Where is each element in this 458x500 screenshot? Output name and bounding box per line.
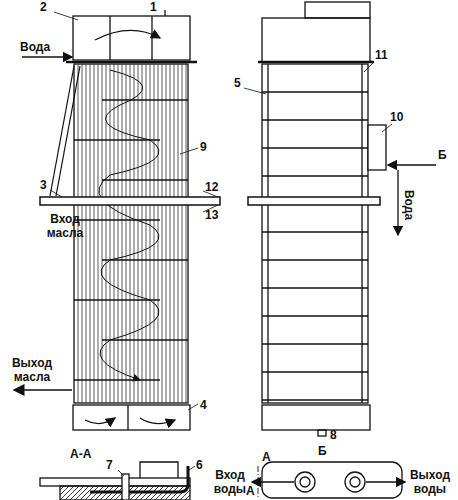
drawing-stroke: [262, 315, 368, 316]
callout-number: 8: [330, 428, 337, 442]
flow-label: Вода: [20, 40, 50, 54]
callout-number: 12: [205, 180, 218, 194]
callout-number: 6: [196, 458, 203, 472]
drawing-stroke: [130, 64, 131, 403]
drawing-stroke: [262, 371, 368, 372]
callout-number: 4: [200, 398, 207, 412]
flow-label: Б: [438, 148, 447, 162]
drawing-stroke: [102, 64, 103, 403]
drawing-stroke: [102, 179, 188, 181]
flow-label: Выход масла: [10, 356, 54, 384]
callout-number: 7: [106, 458, 113, 472]
drawing-stroke: [86, 64, 87, 403]
callout-number: 11: [375, 48, 388, 62]
drawing-stroke: [102, 339, 188, 341]
drawing-stroke: [170, 64, 171, 403]
drawing-stroke: [262, 231, 368, 232]
drawing-stroke: [174, 64, 175, 403]
drawing-stroke: [126, 64, 127, 403]
flow-label: А: [246, 484, 255, 498]
drawing-stroke: [134, 64, 135, 403]
flow-label: Выход воды: [408, 468, 452, 496]
drawing-stroke: [162, 64, 163, 403]
drawing-stroke: [262, 119, 368, 120]
drawing-stroke: [262, 91, 368, 92]
drawing-stroke: [94, 64, 95, 403]
drawing-stroke: [118, 64, 119, 403]
drawing-stroke: [90, 64, 91, 403]
drawing-stroke: [262, 147, 368, 148]
drawing-stroke: [74, 219, 160, 221]
callout-number: 5: [234, 76, 241, 90]
drawing-stroke: [178, 64, 179, 403]
drawing-stroke: [262, 287, 368, 288]
drawing-stroke: [102, 259, 188, 261]
flow-label: А: [262, 450, 271, 464]
drawing-stroke: [110, 64, 111, 403]
drawing-stroke: [166, 64, 167, 403]
drawing-stroke: [138, 64, 139, 403]
callout-number: 10: [390, 110, 403, 124]
drawing-stroke: [262, 343, 368, 344]
drawing-stroke: [154, 64, 155, 403]
drawing-stroke: [122, 64, 123, 403]
drawing-stroke: [262, 175, 368, 176]
flow-label: Вход масла: [44, 212, 86, 240]
drawing-stroke: [142, 64, 143, 403]
flow-label: Б: [318, 444, 327, 458]
drawing-stroke: [98, 64, 99, 403]
flow-label: Вход воды: [212, 468, 248, 496]
flow-label: Вода: [402, 190, 416, 220]
drawing-stroke: [102, 99, 188, 101]
callout-number: 13: [205, 208, 218, 222]
drawing-stroke: [74, 379, 160, 381]
callout-number: 2: [40, 0, 47, 14]
drawing-stroke: [186, 64, 187, 403]
drawing-stroke: [150, 64, 151, 403]
drawing-stroke: [146, 64, 147, 403]
drawing-stroke: [262, 399, 368, 400]
flow-label: А-А: [70, 447, 91, 461]
callout-number: 9: [200, 140, 207, 154]
drawing-stroke: [262, 259, 368, 260]
drawing-stroke: [114, 64, 115, 403]
callout-number: 3: [40, 178, 47, 192]
drawing-stroke: [182, 64, 183, 403]
callout-number: 1: [150, 0, 157, 14]
